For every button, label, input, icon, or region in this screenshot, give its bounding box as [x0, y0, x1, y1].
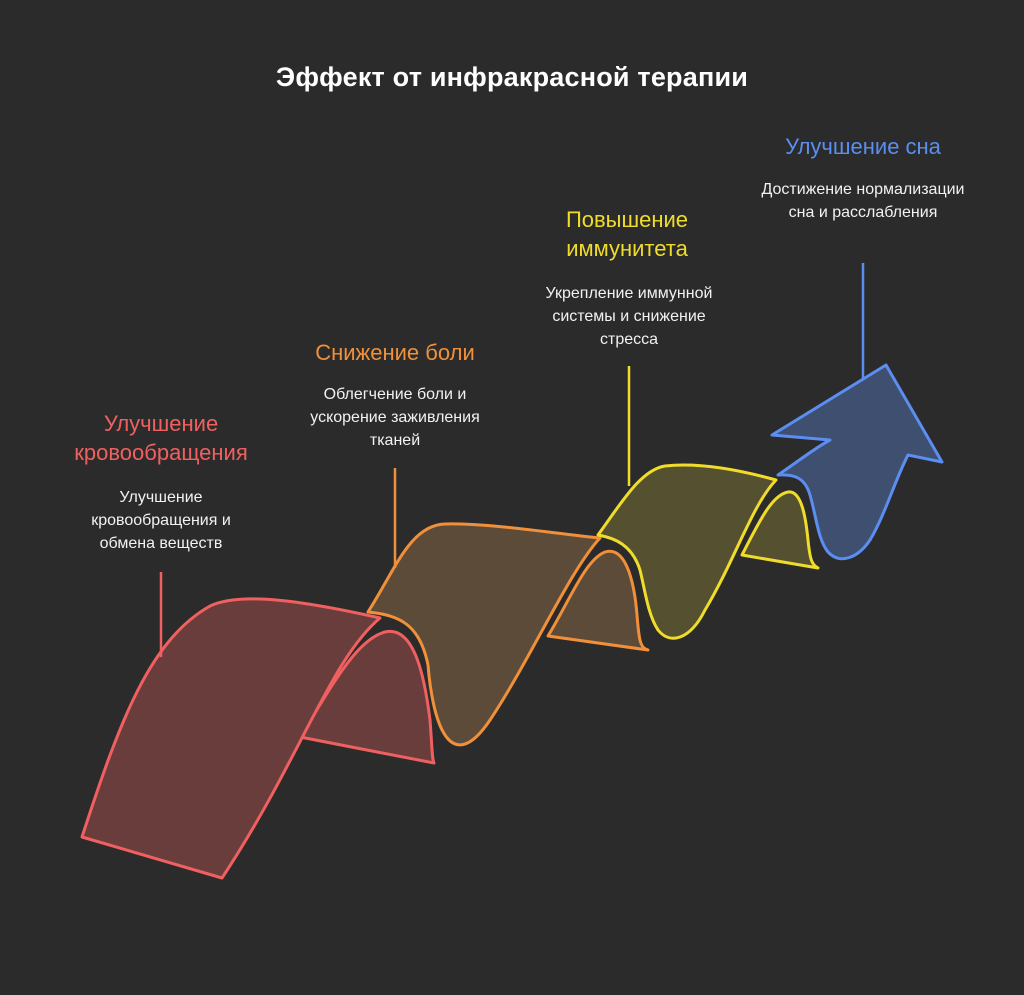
step-1-title: Улучшение кровообращения	[74, 411, 248, 465]
step-4-title: Улучшение сна	[785, 134, 941, 159]
ribbon-segment-4-arrow	[770, 363, 944, 561]
ribbon-segment-2	[366, 522, 650, 747]
step-3-description: Укрепление иммунной системы и снижение с…	[545, 285, 713, 348]
step-1-description: Улучшение кровообращения и обмена вещест…	[91, 489, 231, 552]
step-2-title: Снижение боли	[315, 340, 475, 365]
ribbon-segment-1-fold	[298, 630, 436, 765]
page-title: Эффект от инфракрасной терапии	[275, 62, 749, 92]
step-2-description: Облегчение боли и ускорение заживления т…	[310, 386, 480, 449]
arrow-icon	[770, 363, 944, 561]
ribbon-segment-3-fold	[740, 490, 820, 570]
ribbon-segment-1	[80, 597, 436, 880]
ribbon-segment-3-body	[596, 463, 778, 640]
step-4-description: Достижение нормализации сна и расслаблен…	[761, 181, 965, 221]
ribbon-segment-2-body	[366, 522, 602, 747]
ribbon-segment-2-fold	[546, 549, 650, 652]
step-3-title: Повышение иммунитета	[565, 207, 689, 261]
ribbon-segment-3	[596, 463, 820, 640]
ribbon-segment-1-body	[80, 597, 382, 880]
